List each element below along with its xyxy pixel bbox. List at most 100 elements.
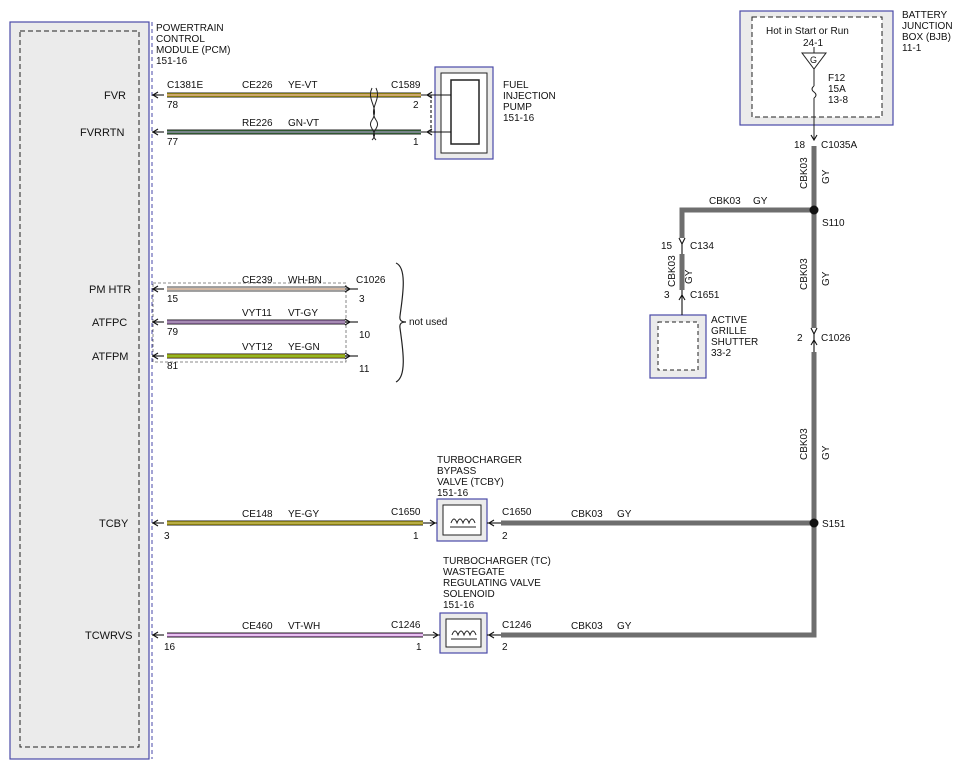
circuit-label: CE239 — [242, 275, 273, 286]
pin-number: 78 — [167, 100, 179, 111]
connector-label: C1246 — [391, 620, 421, 631]
pcm-title: MODULE (PCM) — [156, 45, 230, 56]
bjb-fuse-label: 15A — [828, 84, 846, 95]
shutter-title: GRILLE — [711, 326, 747, 337]
pin-number: 3 — [664, 290, 670, 301]
wire-color-label: GY — [617, 621, 632, 632]
signal-label-fvrrtn: FVRRTN — [80, 127, 124, 139]
tcwrvs-title: TURBOCHARGER (TC) — [443, 556, 551, 567]
pin-number: 2 — [502, 531, 508, 542]
twisted-pair-icon — [370, 87, 376, 141]
circuit-label: CBK03 — [571, 509, 603, 520]
circuit-label: CBK03 — [799, 157, 810, 189]
splice-label: S110 — [822, 218, 845, 229]
pin-number: 11 — [359, 364, 370, 375]
pcm-title: 151-16 — [156, 56, 188, 67]
bjb-fuse-label: F12 — [828, 73, 846, 84]
connector-arrows — [151, 91, 818, 639]
shutter-title: SHUTTER — [711, 337, 758, 348]
wire-color-label: GY — [684, 269, 695, 284]
bjb-hot-label: Hot in Start or Run — [766, 26, 849, 37]
signal-label-atfpc: ATFPC — [92, 317, 127, 329]
circuit-label: RE226 — [242, 118, 273, 129]
battery-junction-box — [739, 10, 894, 140]
circuit-label: CBK03 — [571, 621, 603, 632]
signal-label-fvr: FVR — [104, 90, 126, 102]
fuse-icon — [811, 85, 817, 99]
pin-number: 81 — [167, 361, 179, 372]
wire-color-label: GY — [821, 445, 832, 460]
pin-number: 10 — [359, 330, 371, 341]
connector-label: C1651 — [690, 290, 720, 301]
connector-label: C1035A — [821, 140, 857, 151]
circuit-label: CBK03 — [799, 258, 810, 290]
pin-number: 1 — [413, 531, 419, 542]
wire-color-label: VT-WH — [288, 621, 320, 632]
wire-color-label: YE-GN — [288, 342, 320, 353]
signal-label-pmhtr: PM HTR — [89, 284, 131, 296]
circuit-label: CBK03 — [799, 428, 810, 460]
fuel-pump-title: FUEL — [503, 80, 529, 91]
connector-label: C134 — [690, 241, 714, 252]
splice-label: S151 — [822, 519, 846, 530]
tcby-title: TURBOCHARGER — [437, 455, 522, 466]
pin-number: 3 — [164, 531, 170, 542]
tcwrvs-title: REGULATING VALVE — [443, 578, 541, 589]
connector-label: C1589 — [391, 80, 421, 91]
pin-number: 2 — [413, 100, 419, 111]
connector-label: C1026 — [821, 333, 851, 344]
solenoid-coil-icon — [451, 630, 477, 637]
pin-number: 2 — [797, 333, 803, 344]
tcwrvs-title: WASTEGATE — [443, 567, 505, 578]
brace-icon — [395, 262, 407, 383]
wire-cbk03-power — [501, 146, 817, 638]
wire-color-label: GY — [821, 271, 832, 286]
pin-number: 1 — [413, 137, 419, 148]
circuit-label: CE226 — [242, 80, 273, 91]
wire-color-label: WH-BN — [288, 275, 322, 286]
wire-color-label: GY — [753, 196, 768, 207]
twisted-pair-icon — [372, 87, 378, 141]
tcby-title: BYPASS — [437, 466, 477, 477]
bjb-fuse-label: 13-8 — [828, 95, 848, 106]
bjb-title: JUNCTION — [902, 21, 953, 32]
signal-label-atfpm: ATFPM — [92, 351, 128, 363]
bjb-title: BOX (BJB) — [902, 32, 951, 43]
wire-color-label: YE-GY — [288, 509, 319, 520]
tcwrvs-title: 151-16 — [443, 600, 475, 611]
connector-label: C1246 — [502, 620, 532, 631]
splice-s110 — [809, 205, 819, 215]
pin-number: 77 — [167, 137, 179, 148]
tcwrvs-title: SOLENOID — [443, 589, 495, 600]
circuit-label: CE148 — [242, 509, 273, 520]
pin-number: 15 — [661, 241, 673, 252]
wire-color-label: GY — [617, 509, 632, 520]
pcm-module — [9, 21, 153, 760]
shutter-title: 33-2 — [711, 348, 731, 359]
wire-color-label: GY — [821, 169, 832, 184]
pin-number: 18 — [794, 140, 806, 151]
circuit-label: VYT11 — [242, 308, 272, 319]
wire-color-label: GN-VT — [288, 118, 319, 129]
bjb-pin: 24-1 — [803, 38, 823, 49]
pin-number: 2 — [502, 642, 508, 653]
fuel-injection-pump — [434, 66, 494, 160]
tcby-valve — [436, 498, 488, 542]
fuel-pump-title: INJECTION — [503, 91, 556, 102]
circuit-label: VYT12 — [242, 342, 273, 353]
tcwrvs-solenoid — [439, 612, 488, 654]
signal-label-tcby: TCBY — [99, 518, 129, 530]
pcm-title: POWERTRAIN — [156, 23, 224, 34]
tcby-title: 151-16 — [437, 488, 469, 499]
wire-color-label: YE-VT — [288, 80, 317, 91]
connector-label: C1026 — [356, 275, 386, 286]
wire-color-label: VT-GY — [288, 308, 318, 319]
shutter-title: ACTIVE — [711, 315, 747, 326]
pin-number: 15 — [167, 294, 179, 305]
pin-number: 16 — [164, 642, 176, 653]
bjb-title: 11-1 — [902, 43, 922, 54]
connector-label: C1650 — [391, 507, 421, 518]
fuel-pump-title: 151-16 — [503, 113, 535, 124]
solenoid-coil-icon — [450, 518, 476, 525]
circuit-label: CBK03 — [667, 255, 678, 287]
